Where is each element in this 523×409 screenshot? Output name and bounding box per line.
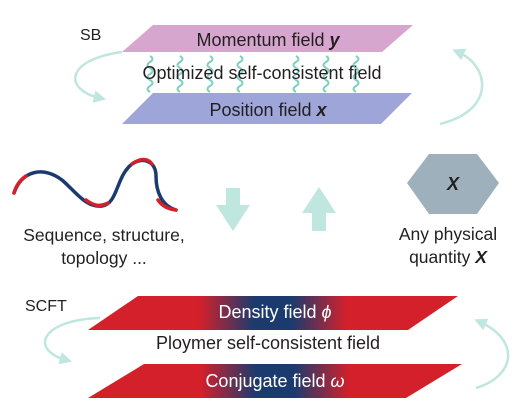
scft-left-cycle-arrow xyxy=(43,316,101,365)
sb-right-cycle-arrow xyxy=(439,48,484,126)
polymer-chain-icon xyxy=(12,157,178,212)
scft-tag: SCFT xyxy=(25,298,67,315)
density-field-label: Density field ϕ xyxy=(218,302,331,322)
sb-wave-line xyxy=(322,55,330,93)
conjugate-field-plane xyxy=(88,364,462,398)
momentum-field-plane xyxy=(122,25,413,52)
sequence-line-2: topology ... xyxy=(61,248,147,268)
conjugate-field-label: Conjugate field ω xyxy=(205,371,344,391)
sb-wave-line xyxy=(292,55,300,93)
position-field-plane xyxy=(122,93,412,124)
up-arrow xyxy=(302,187,336,231)
sb-wave-line xyxy=(352,55,360,93)
sb-coupling-waves xyxy=(146,55,360,93)
down-arrow xyxy=(216,188,250,231)
sb-middle-label: Optimized self-consistent field xyxy=(142,63,381,83)
sb-wave-line xyxy=(206,55,214,93)
sb-tag: SB xyxy=(80,27,101,44)
hexagon-symbol: X xyxy=(446,174,460,194)
sb-wave-line xyxy=(176,55,184,93)
scft-middle-label: Ploymer self-consistent field xyxy=(156,333,380,353)
physical-quantity-hexagon xyxy=(407,154,499,214)
sb-wave-line xyxy=(146,55,154,93)
position-field-label: Position field x xyxy=(209,100,327,120)
physical-quantity-line-2: quantity X xyxy=(409,247,488,267)
sequence-line-1: Sequence, structure, xyxy=(23,225,184,245)
density-field-plane xyxy=(88,296,458,330)
scft-right-cycle-arrow xyxy=(474,318,510,390)
physical-quantity-line-1: Any physical xyxy=(399,224,497,244)
momentum-field-label: Momentum field y xyxy=(196,30,340,50)
sb-wave-line xyxy=(236,55,244,93)
sb-left-cycle-arrow xyxy=(74,50,123,103)
